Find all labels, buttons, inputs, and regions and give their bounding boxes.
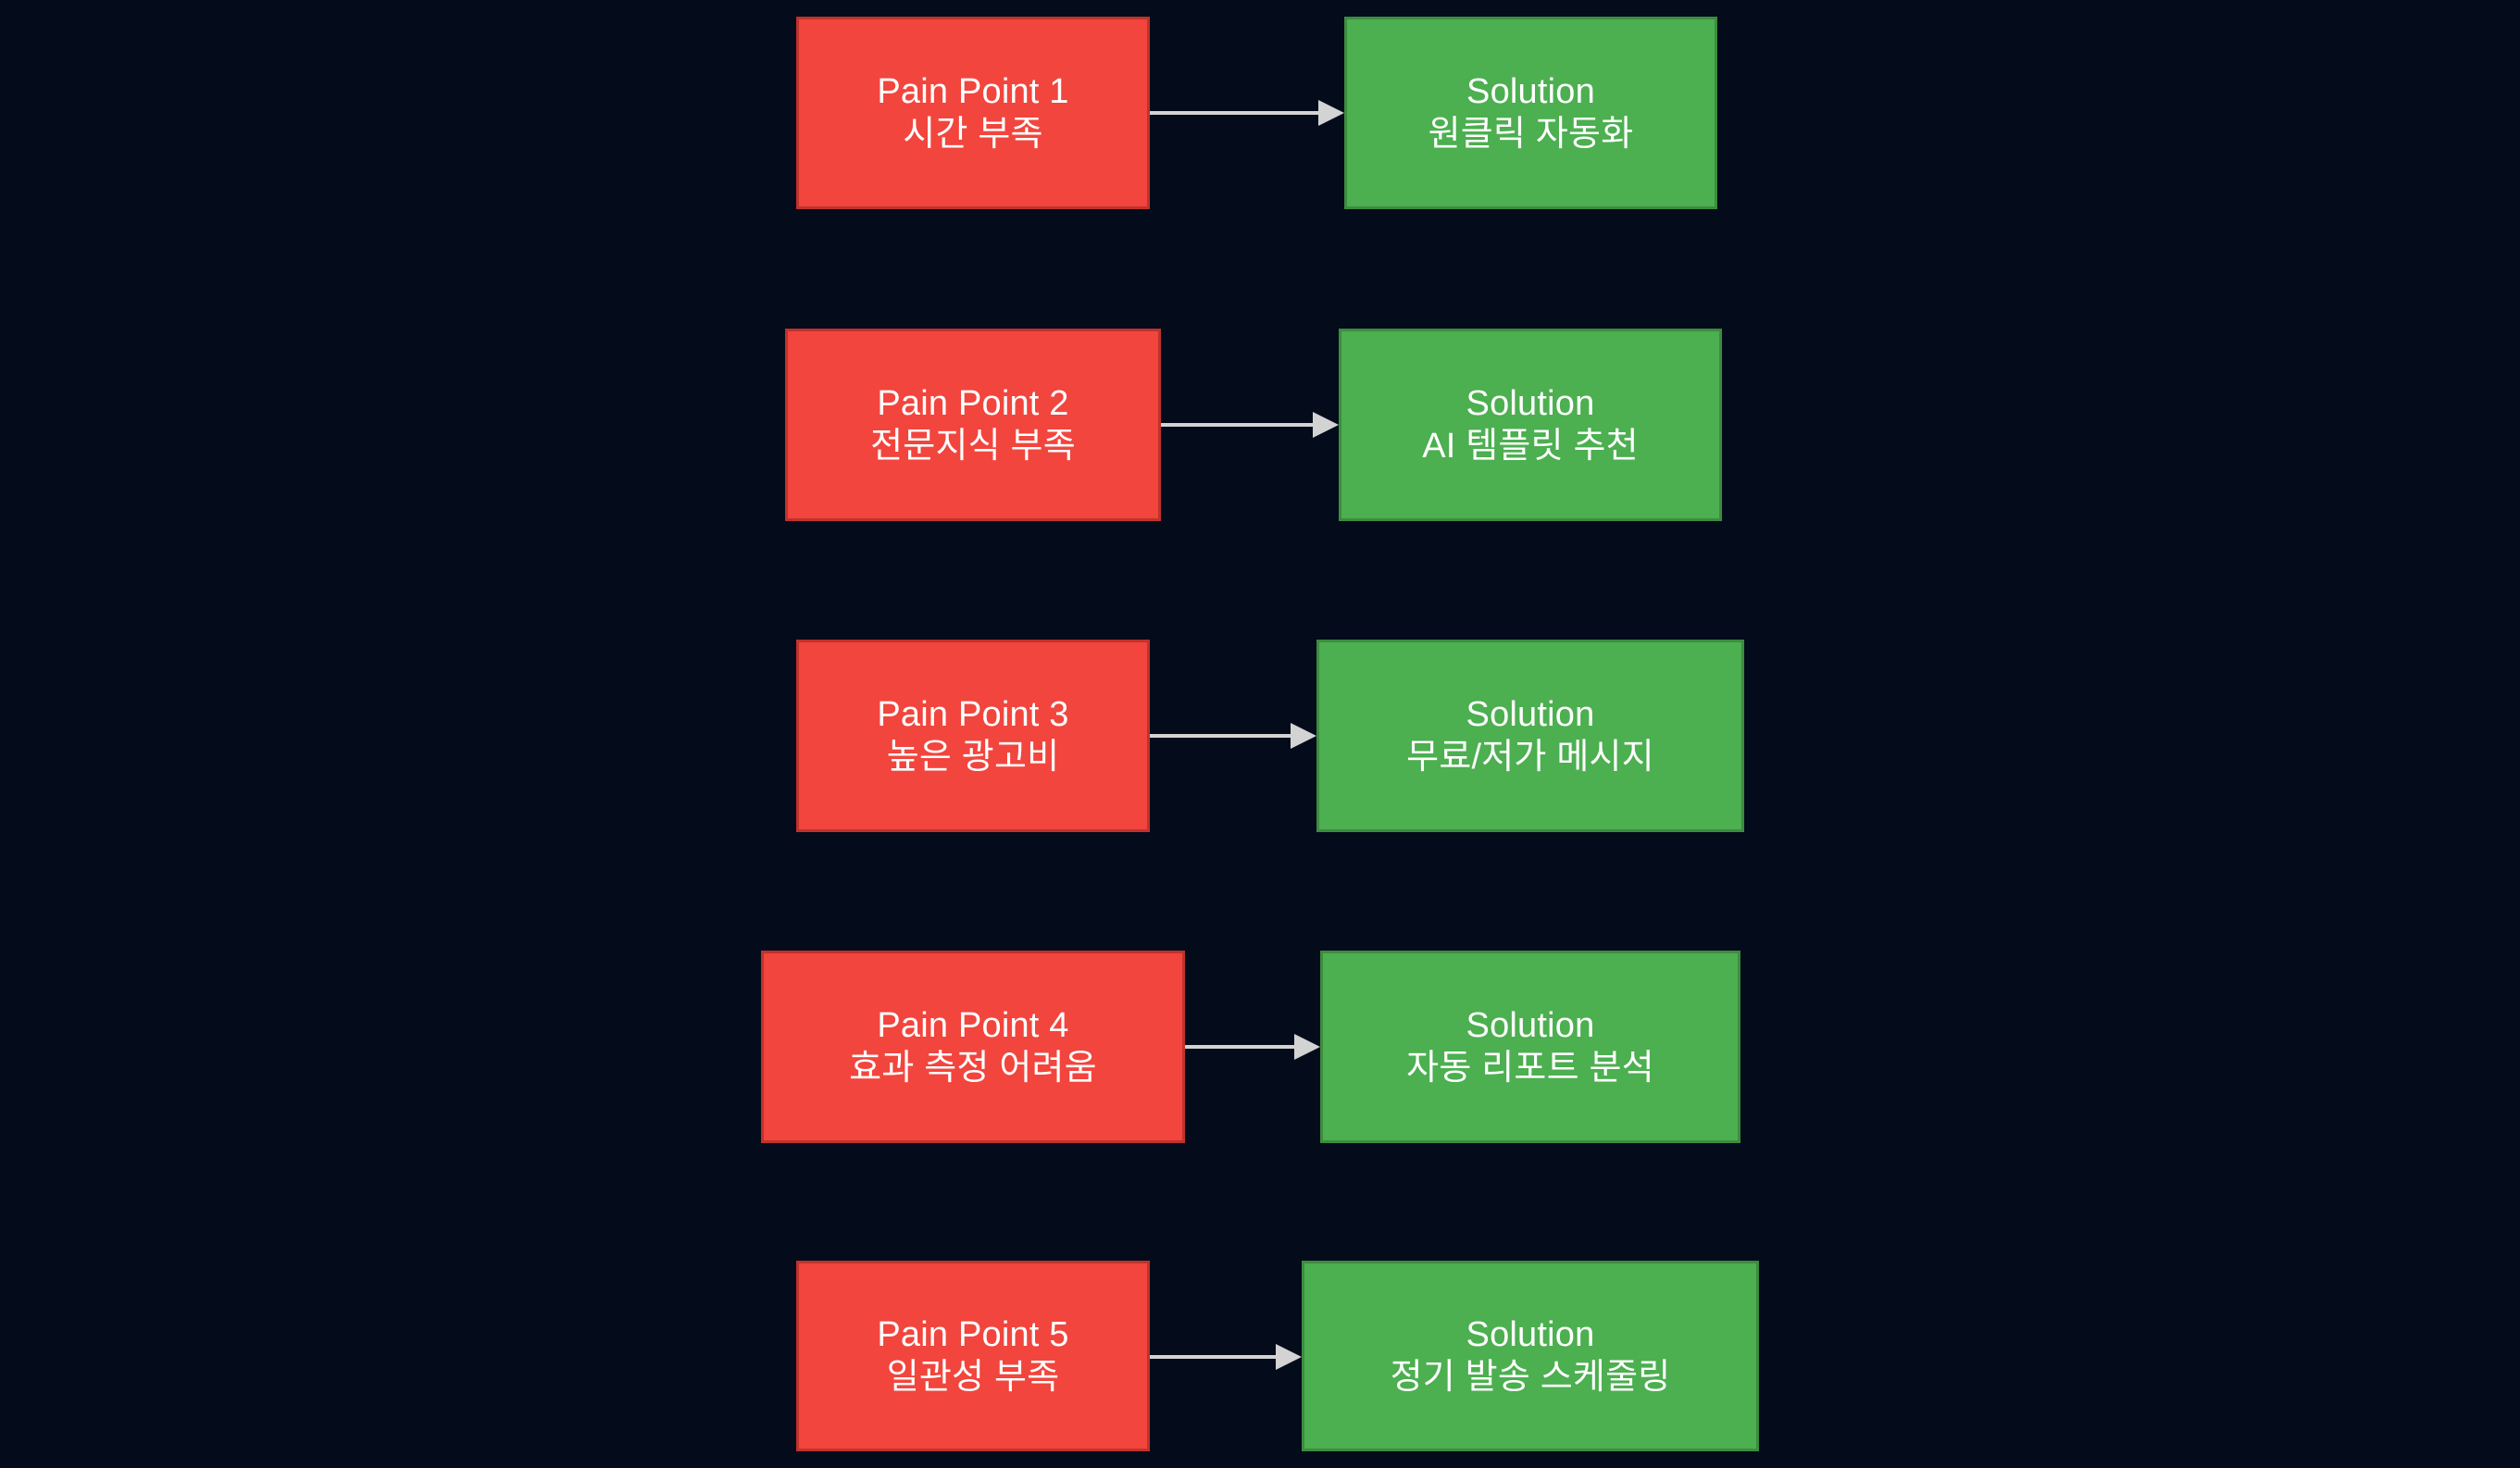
node-detail: 원클릭 자동화: [1428, 115, 1634, 154]
node-detail: 효과 측정 어려움: [849, 1049, 1097, 1088]
node-pain-point-1[interactable]: Pain Point 1 시간 부족: [796, 17, 1150, 209]
node-pain-point-4[interactable]: Pain Point 4 효과 측정 어려움: [761, 951, 1185, 1143]
node-solution-5[interactable]: Solution 정기 발송 스케줄링: [1302, 1261, 1759, 1451]
edge-pain-3-to-solution-3: [1150, 717, 1316, 754]
node-detail: 자동 리포트 분석: [1406, 1049, 1654, 1088]
edge-pain-1-to-solution-1: [1150, 94, 1344, 131]
edge-pain-2-to-solution-2: [1161, 406, 1339, 443]
node-detail: 시간 부족: [903, 115, 1043, 154]
edge-pain-5-to-solution-5: [1150, 1338, 1302, 1375]
node-title: Pain Point 3: [877, 694, 1069, 734]
node-title: Pain Point 2: [877, 383, 1069, 423]
node-detail: 무료/저가 메시지: [1406, 738, 1654, 777]
node-title: Pain Point 5: [877, 1314, 1069, 1354]
node-pain-point-3[interactable]: Pain Point 3 높은 광고비: [796, 640, 1150, 832]
node-pain-point-5[interactable]: Pain Point 5 일관성 부족: [796, 1261, 1150, 1451]
node-detail: 전문지식 부족: [870, 427, 1076, 466]
node-pain-point-2[interactable]: Pain Point 2 전문지식 부족: [785, 329, 1161, 521]
node-solution-2[interactable]: Solution AI 템플릿 추천: [1339, 329, 1722, 521]
edge-pain-4-to-solution-4: [1185, 1028, 1320, 1065]
node-solution-4[interactable]: Solution 자동 리포트 분석: [1320, 951, 1740, 1143]
node-detail: 높은 광고비: [886, 738, 1060, 777]
node-title: Solution: [1466, 1314, 1595, 1354]
node-detail: 정기 발송 스케줄링: [1390, 1358, 1671, 1397]
node-title: Solution: [1466, 694, 1595, 734]
node-title: Pain Point 4: [877, 1005, 1069, 1045]
node-title: Solution: [1466, 383, 1595, 423]
node-title: Solution: [1466, 71, 1595, 111]
node-detail: 일관성 부족: [886, 1358, 1060, 1397]
node-title: Solution: [1466, 1005, 1595, 1045]
node-detail: AI 템플릿 추천: [1422, 427, 1639, 466]
node-title: Pain Point 1: [877, 71, 1069, 111]
node-solution-1[interactable]: Solution 원클릭 자동화: [1344, 17, 1717, 209]
node-solution-3[interactable]: Solution 무료/저가 메시지: [1316, 640, 1744, 832]
